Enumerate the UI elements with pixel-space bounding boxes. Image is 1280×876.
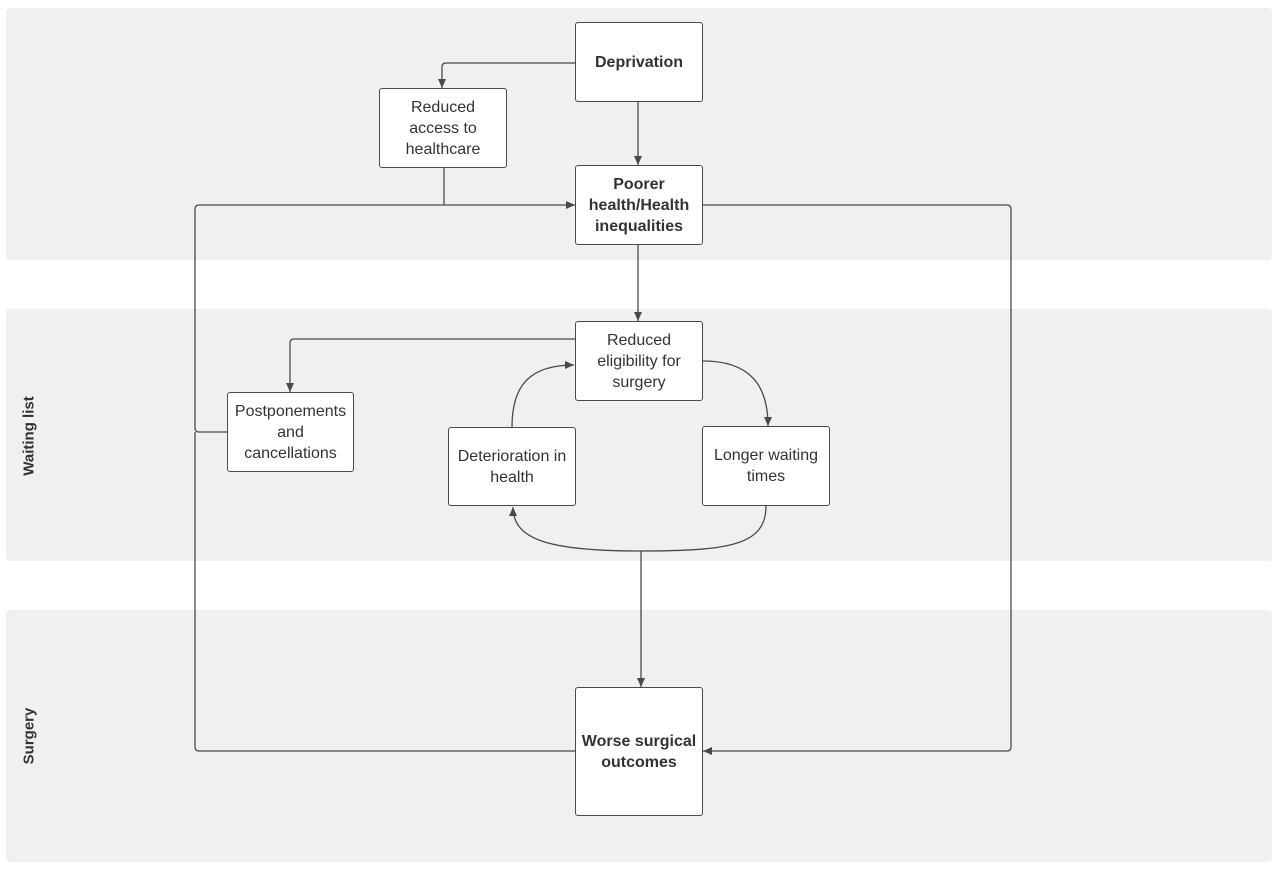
edge-deterioration-to-eligibility bbox=[511, 361, 575, 428]
node-deterioration: Deterioration in health bbox=[448, 427, 576, 506]
node-deterioration-label: Deterioration in health bbox=[457, 447, 567, 486]
node-reduced-access-label: Reduced access to healthcare bbox=[405, 98, 481, 158]
edge-eligibility-to-postponements bbox=[286, 338, 575, 392]
node-deprivation-label: Deprivation bbox=[594, 53, 683, 71]
node-worse-outcomes: Worse surgical outcomes bbox=[575, 687, 703, 816]
edge-longer-waiting-to-deterioration bbox=[509, 505, 767, 552]
node-reduced-eligibility-label: Reduced eligibility for surgery bbox=[597, 331, 681, 391]
edge-deprivation-to-access bbox=[438, 62, 575, 88]
node-reduced-eligibility: Reduced eligibility for surgery bbox=[575, 321, 703, 401]
node-worse-outcomes-label: Worse surgical outcomes bbox=[581, 732, 697, 771]
edge-eligibility-to-longer-waiting bbox=[702, 360, 772, 427]
node-deprivation: Deprivation bbox=[575, 22, 703, 102]
node-reduced-access: Reduced access to healthcare bbox=[379, 88, 507, 168]
edge-postponements-to-poorer-health bbox=[194, 201, 575, 433]
node-longer-waiting-label: Longer waiting times bbox=[713, 447, 819, 485]
node-poorer-health-label: Poorer health/Health inequalities bbox=[588, 175, 690, 235]
node-postponements: Postponements and cancellations bbox=[227, 392, 354, 472]
node-longer-waiting: Longer waiting times bbox=[702, 426, 830, 506]
edge-poorer-health-to-outcomes bbox=[702, 204, 1012, 755]
edge-outcomes-to-left-loop bbox=[194, 432, 575, 752]
node-poorer-health: Poorer health/Health inequalities bbox=[575, 165, 703, 245]
node-postponements-label: Postponements and cancellations bbox=[234, 402, 347, 462]
